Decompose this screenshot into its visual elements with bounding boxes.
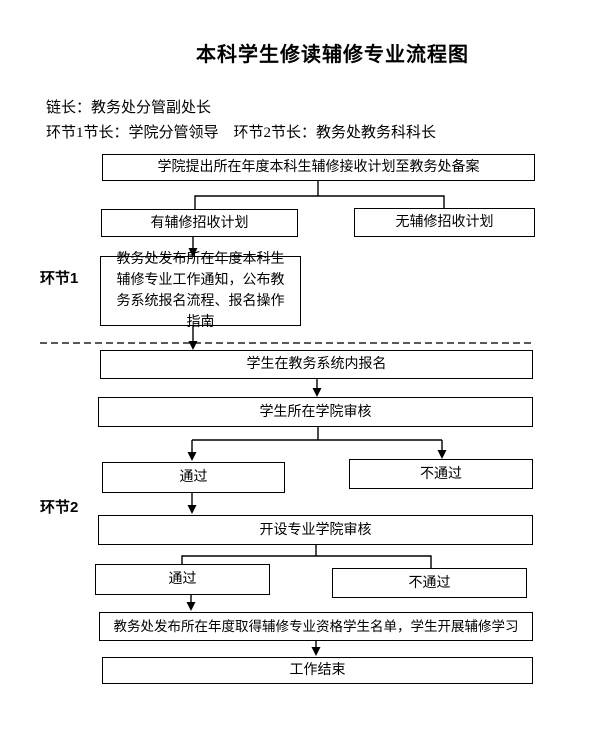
flow-node-fail-2: 不通过 <box>332 568 527 598</box>
flow-node-no-plan: 无辅修招收计划 <box>354 208 535 237</box>
flow-node-pass-1: 通过 <box>102 462 285 493</box>
flow-node-pass-2: 通过 <box>95 564 270 595</box>
arrowhead-pass1 <box>187 452 197 461</box>
arrowhead-major <box>187 505 197 514</box>
flow-node-publish-list: 教务处发布所在年度取得辅修专业资格学生名单，学生开展辅修学习 <box>99 612 533 641</box>
connector-plan-split <box>194 195 445 209</box>
arrowhead-college <box>312 388 322 397</box>
arrowhead-fail1 <box>437 450 447 459</box>
arrowhead-publish <box>186 602 196 611</box>
page-title: 本科学生修读辅修专业流程图 <box>196 44 469 66</box>
flow-node-signup: 学生在教务系统内报名 <box>100 350 533 379</box>
stage2-label: 环节2 <box>40 499 79 516</box>
flow-node-has-plan: 有辅修招收计划 <box>101 209 298 237</box>
flow-node-plan: 学院提出所在年度本科生辅修接收计划至教务处备案 <box>102 154 535 181</box>
arrowhead-end <box>311 647 321 656</box>
flow-node-notice: 教务处发布所在年度本科生辅修专业工作通知，公布教务系统报名流程、报名操作指南 <box>100 252 301 330</box>
arrowhead-signup <box>188 341 198 350</box>
stage-leaders-line: 环节1节长：学院分管领导 环节2节长：教务处教务科科长 <box>46 125 437 141</box>
stage1-label: 环节1 <box>40 270 79 287</box>
flow-node-college-review: 学生所在学院审核 <box>98 397 533 427</box>
arrowhead-notice <box>188 248 198 257</box>
chain-leader-line: 链长：教务处分管副处长 <box>46 100 212 116</box>
flow-node-end: 工作结束 <box>102 657 533 684</box>
connector-major-split <box>181 545 432 568</box>
flow-node-major-review: 开设专业学院审核 <box>98 515 533 545</box>
flow-node-fail-1: 不通过 <box>349 459 533 489</box>
connector-college-split <box>191 427 443 453</box>
